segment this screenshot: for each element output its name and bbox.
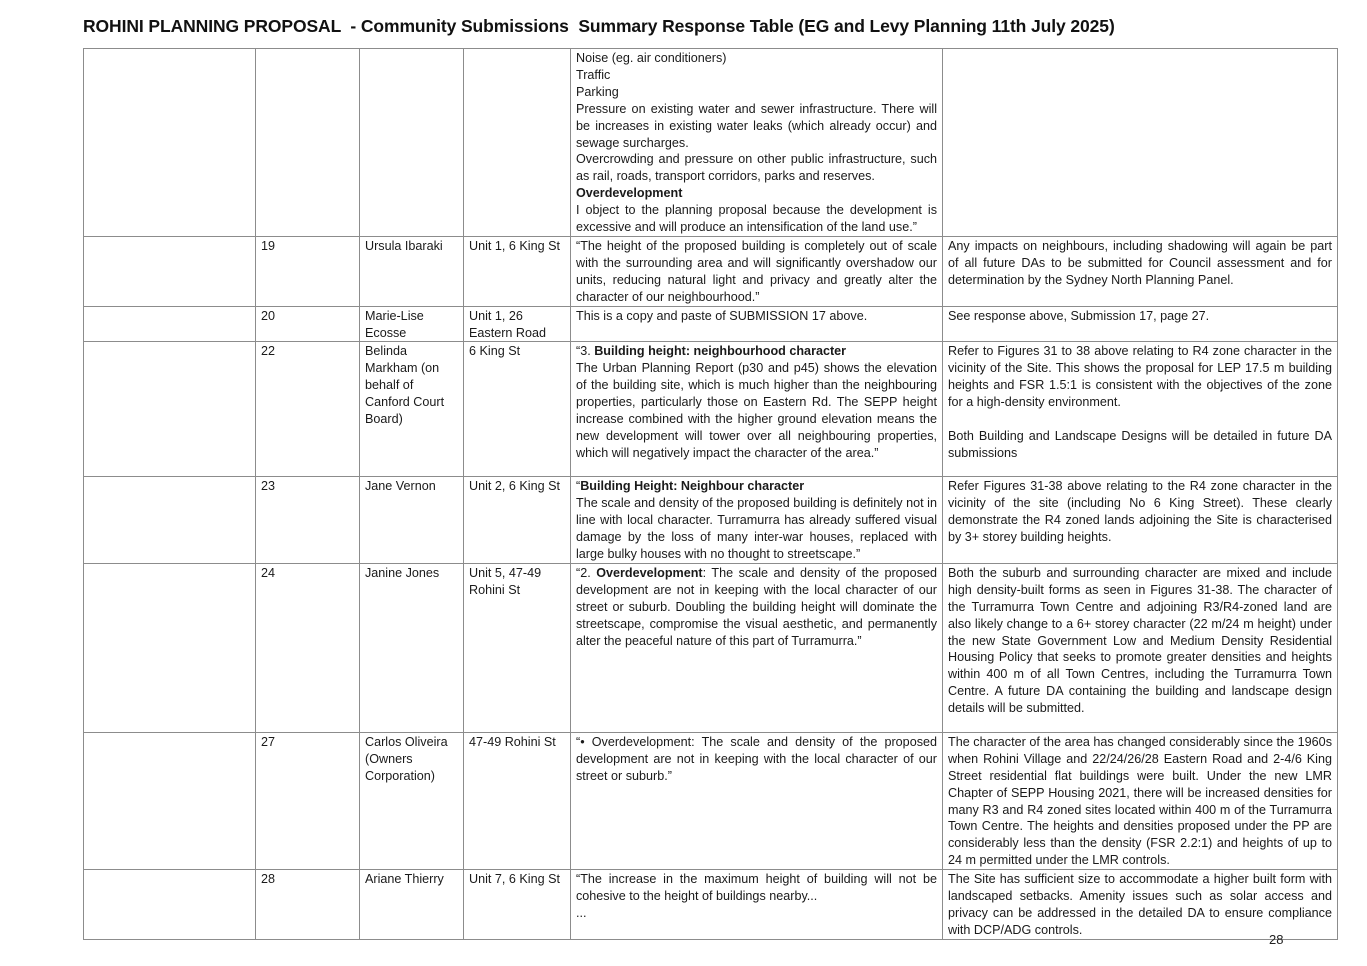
submission-cell: “2. Overdevelopment: The scale and densi… <box>570 562 943 733</box>
page-title: ROHINI PLANNING PROPOSAL - Community Sub… <box>83 16 1115 36</box>
submission-number: 24 <box>255 562 360 733</box>
table-row: 20 Marie-Lise Ecosse Unit 1, 26 Eastern … <box>83 305 1338 343</box>
submission-line: I object to the planning proposal becaus… <box>576 203 937 235</box>
table-row: 22 Belinda Markham (on behalf of Canford… <box>83 341 1338 478</box>
page-number: 28 <box>1269 932 1284 947</box>
number-cell <box>255 48 360 237</box>
submission-heading: Overdevelopment <box>596 565 703 580</box>
submitter-address: Unit 2, 6 King St <box>463 476 571 564</box>
address-cell <box>463 48 571 237</box>
response-cell: Refer Figures 31-38 above relating to th… <box>942 476 1338 564</box>
submission-prefix: “3. <box>576 344 595 359</box>
submission-text: This is a copy and paste of SUBMISSION 1… <box>576 308 868 323</box>
submission-text: “• Overdevelopment: The scale and densit… <box>576 734 937 783</box>
submission-line: Traffic <box>576 67 611 82</box>
submission-prefix: “2. <box>576 565 597 580</box>
submission-prefix: “ <box>576 479 581 494</box>
response-text: Both the suburb and surrounding characte… <box>948 565 1332 716</box>
submitter-name: Belinda Markham (on behalf of Canford Co… <box>359 341 464 478</box>
response-text: Refer Figures 31-38 above relating to th… <box>948 479 1332 545</box>
table-row: 19 Ursula Ibaraki Unit 1, 6 King St “The… <box>83 235 1338 307</box>
response-text: Any impacts on neighbours, including sha… <box>948 238 1332 287</box>
blank-cell <box>83 235 256 307</box>
submitter-address: Unit 7, 6 King St <box>463 869 571 940</box>
name-cell <box>359 48 464 237</box>
response-cell: The Site has sufficient size to accommod… <box>942 869 1338 940</box>
submissions-table: Noise (eg. air conditioners) Traffic Par… <box>83 48 1338 940</box>
submission-number: 19 <box>255 235 360 307</box>
table-row: 28 Ariane Thierry Unit 7, 6 King St “The… <box>83 869 1338 940</box>
response-cell: Both the suburb and surrounding characte… <box>942 562 1338 733</box>
blank-cell <box>83 869 256 940</box>
submitter-name: Ursula Ibaraki <box>359 235 464 307</box>
table-row: 23 Jane Vernon Unit 2, 6 King St “Buildi… <box>83 476 1338 564</box>
submission-heading: Building Height: Neighbour character <box>580 479 805 494</box>
submission-number: 22 <box>255 341 360 478</box>
submission-text: : The scale and density of the proposed … <box>576 565 937 648</box>
submission-number: 20 <box>255 305 360 343</box>
submission-line: Pressure on existing water and sewer inf… <box>576 101 937 150</box>
submitter-address: Unit 1, 6 King St <box>463 235 571 307</box>
submission-number: 28 <box>255 869 360 940</box>
submission-cell: “• Overdevelopment: The scale and densit… <box>570 731 943 871</box>
blank-cell <box>83 476 256 564</box>
submission-cell: “3. Building height: neighbourhood chara… <box>570 341 943 478</box>
submitter-name: Carlos Oliveira (Owners Corporation) <box>359 731 464 871</box>
submission-cell: “The height of the proposed building is … <box>570 235 943 307</box>
submitter-name: Jane Vernon <box>359 476 464 564</box>
blank-cell <box>83 305 256 343</box>
response-text: See response above, Submission 17, page … <box>948 308 1210 323</box>
submitter-name: Marie-Lise Ecosse <box>359 305 464 343</box>
response-text: The character of the area has changed co… <box>948 734 1332 868</box>
submission-cell: Noise (eg. air conditioners) Traffic Par… <box>570 48 943 237</box>
submission-heading: Building height: neighbourhood character <box>594 344 847 359</box>
blank-cell <box>83 731 256 871</box>
table-row-continuation: Noise (eg. air conditioners) Traffic Par… <box>83 48 1338 237</box>
submission-line: Noise (eg. air conditioners) <box>576 51 727 65</box>
submitter-name: Ariane Thierry <box>359 869 464 940</box>
submitter-address: 47-49 Rohini St <box>463 731 571 871</box>
response-text: Refer to Figures 31 to 38 above relating… <box>948 344 1332 410</box>
response-cell: Any impacts on neighbours, including sha… <box>942 235 1338 307</box>
submission-cell: “The increase in the maximum height of b… <box>570 869 943 940</box>
blank-cell <box>83 341 256 478</box>
submission-number: 23 <box>255 476 360 564</box>
response-cell: The character of the area has changed co… <box>942 731 1338 871</box>
submission-text: The Urban Planning Report (p30 and p45) … <box>576 361 937 460</box>
response-cell: See response above, Submission 17, page … <box>942 305 1338 343</box>
submission-cell: This is a copy and paste of SUBMISSION 1… <box>570 305 943 343</box>
blank-cell <box>83 48 256 237</box>
submission-line: Overcrowding and pressure on other publi… <box>576 152 937 184</box>
response-cell <box>942 48 1338 237</box>
submission-cell: “Building Height: Neighbour character Th… <box>570 476 943 564</box>
response-text-2: Both Building and Landscape Designs will… <box>948 429 1332 460</box>
table-row: 27 Carlos Oliveira (Owners Corporation) … <box>83 731 1338 871</box>
submission-ellipsis: ... <box>576 906 587 920</box>
submission-text: “The increase in the maximum height of b… <box>576 872 937 904</box>
submission-heading: Overdevelopment <box>576 186 683 201</box>
table-row: 24 Janine Jones Unit 5, 47-49 Rohini St … <box>83 562 1338 733</box>
submission-text: The scale and density of the proposed bu… <box>576 496 937 562</box>
submission-line: Parking <box>576 84 619 99</box>
submitter-address: Unit 1, 26 Eastern Road <box>463 305 571 343</box>
submission-number: 27 <box>255 731 360 871</box>
response-cell: Refer to Figures 31 to 38 above relating… <box>942 341 1338 478</box>
response-text: The Site has sufficient size to accommod… <box>948 872 1332 937</box>
submitter-name: Janine Jones <box>359 562 464 733</box>
submitter-address: 6 King St <box>463 341 571 478</box>
submission-text: “The height of the proposed building is … <box>576 238 937 304</box>
submitter-address: Unit 5, 47-49 Rohini St <box>463 562 571 733</box>
blank-cell <box>83 562 256 733</box>
